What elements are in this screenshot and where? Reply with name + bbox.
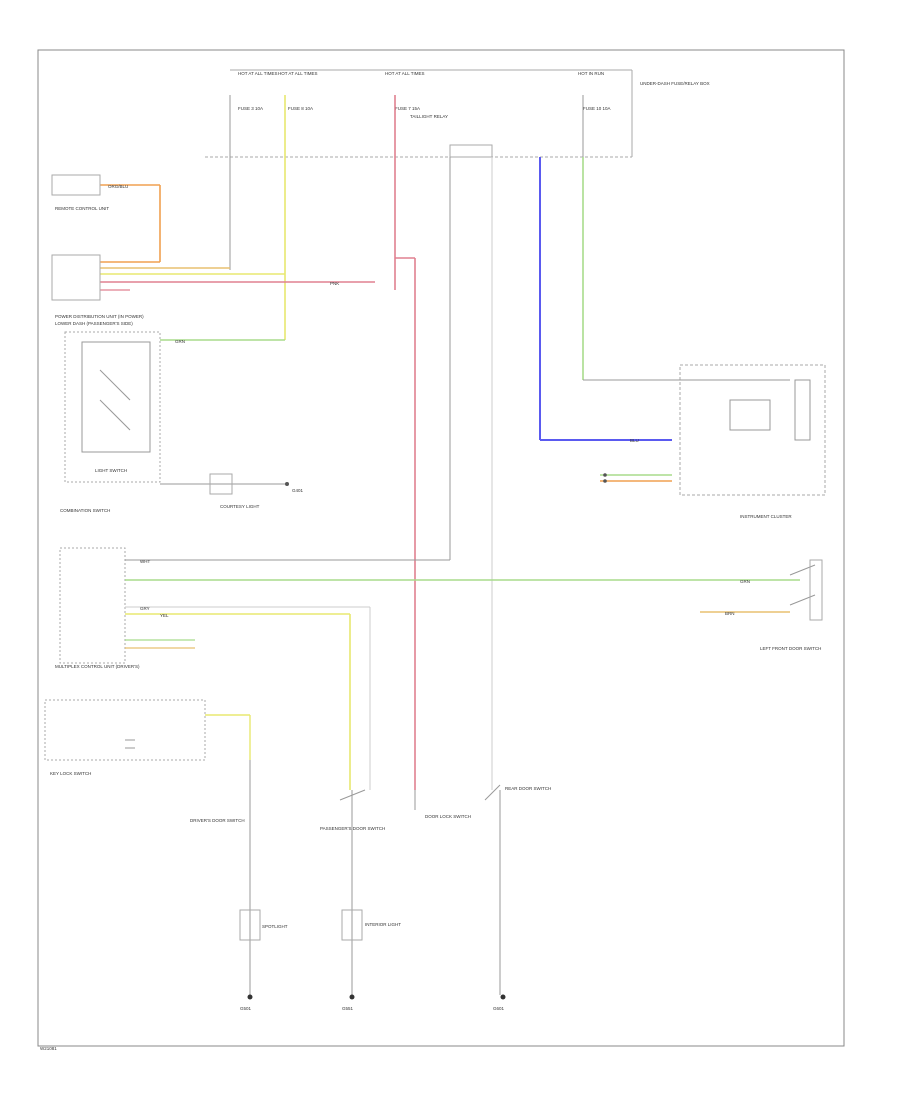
ground-g551-icon	[349, 994, 355, 1000]
door-lock-label: DOOR LOCK SWITCH	[425, 814, 471, 819]
power-distribution-unit: POWER DISTRIBUTION UNIT (IN POWER) LOWER…	[51, 254, 144, 326]
fuse-hot-3: HOT IN RUN	[578, 71, 604, 76]
wire-label-orblu: ORG/BLU	[108, 184, 128, 189]
wire-label-pnk: PNK	[330, 281, 339, 286]
wire-label-wht: WHT	[140, 559, 150, 564]
fuse-name-0: FUSE 3 10A	[238, 106, 263, 111]
rear-door-label: REAR DOOR SWITCH	[505, 786, 551, 791]
combination-switch: LIGHT SWITCH COMBINATION SWITCH	[60, 331, 161, 513]
spotlight-label: SPOTLIGHT	[262, 924, 288, 929]
left-front-door-label: LEFT FRONT DOOR SWITCH	[760, 646, 821, 651]
interior-light-label: INTERIOR LIGHT	[365, 922, 401, 927]
key-lock-area: KEY LOCK SWITCH	[44, 699, 206, 776]
footer-code: W21081	[40, 1046, 57, 1051]
left-front-door-switch: LEFT FRONT DOOR SWITCH	[700, 559, 823, 651]
ground-g501-icon	[247, 994, 253, 1000]
fuse-name-2: FUSE 7 15A	[395, 106, 420, 111]
wire-label-gry: GRY	[140, 606, 150, 611]
courtesy-light-label: COURTESY LIGHT	[220, 504, 260, 509]
g551-label: G551	[342, 1006, 354, 1011]
fuse-name-1: FUSE 8 10A	[288, 106, 313, 111]
key-lock-label: KEY LOCK SWITCH	[50, 771, 91, 776]
passenger-door-label: PASSENGER'S DOOR SWITCH	[320, 826, 385, 831]
power-distribution-label: POWER DISTRIBUTION UNIT (IN POWER)	[55, 314, 144, 319]
diagram-frame	[37, 49, 845, 1047]
light-switch-label: LIGHT SWITCH	[95, 468, 127, 473]
driver-door-label: DRIVER'S DOOR SWITCH	[190, 818, 245, 823]
wire-label-yel: YEL	[160, 613, 169, 618]
fuse-hot-0: HOT AT ALL TIMES	[238, 71, 278, 76]
g501-label: G501	[240, 1006, 252, 1011]
instrument-cluster-label: INSTRUMENT CLUSTER	[740, 514, 792, 519]
g401-label: G401	[292, 488, 304, 493]
wire-label-brn: BRN	[725, 611, 735, 616]
remote-ctrl-label: REMOTE CONTROL UNIT	[55, 206, 109, 211]
wire-label-grn-top: GRN	[175, 339, 185, 344]
fuse-name-3: FUSE 10 10A	[583, 106, 611, 111]
relay-label: TAILLIGHT RELAY	[410, 114, 448, 119]
ground-g601-icon	[500, 994, 506, 1000]
instrument-cluster: INSTRUMENT CLUSTER	[583, 364, 826, 519]
wire-label-grn-right: GRN	[740, 579, 750, 584]
fuse-box: HOT AT ALL TIMES HOT AT ALL TIMES HOT AT…	[205, 69, 710, 158]
fuse-hot-2: HOT AT ALL TIMES	[385, 71, 425, 76]
fuse-hot-1: HOT AT ALL TIMES	[278, 71, 318, 76]
remote-control-unit: REMOTE CONTROL UNIT	[51, 174, 109, 211]
g601-label: G601	[493, 1006, 505, 1011]
multiplex-label: MULTIPLEX CONTROL UNIT (DRIVER'S)	[55, 664, 140, 669]
fuse-box-label: UNDER-DASH FUSE/RELAY BOX	[640, 81, 710, 86]
combination-switch-label: COMBINATION SWITCH	[60, 508, 110, 513]
lower-dash-label: LOWER DASH (PASSENGER'S SIDE)	[55, 321, 133, 326]
wire-label-blu: BLU	[630, 438, 639, 443]
multiplex-control-unit: MULTIPLEX CONTROL UNIT (DRIVER'S)	[55, 547, 140, 669]
